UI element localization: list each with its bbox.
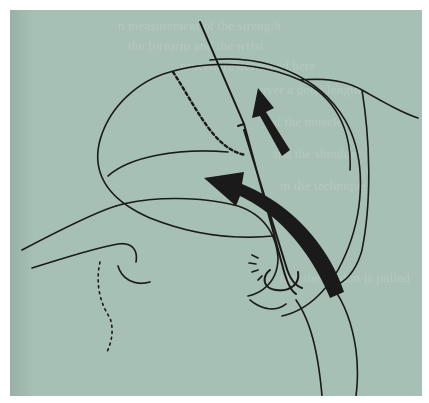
lower-right-contour bbox=[250, 300, 286, 309]
lower-right-edge-2 bbox=[296, 300, 322, 396]
book-page: n measurement of the strength the forear… bbox=[10, 10, 422, 396]
hatch-marks bbox=[249, 255, 262, 280]
probe-shaft bbox=[200, 22, 244, 124]
arm-lower-contour bbox=[98, 262, 112, 354]
arm-lower-contour-2 bbox=[118, 266, 150, 283]
upward-arrow bbox=[252, 88, 290, 156]
upper-right-contour bbox=[300, 79, 418, 118]
inner-arch bbox=[108, 151, 228, 176]
arm-line-left bbox=[22, 206, 116, 250]
capsule-dashed-line bbox=[173, 72, 245, 155]
arm-line-mid bbox=[32, 244, 136, 268]
anatomical-figure bbox=[10, 10, 422, 396]
right-edge bbox=[332, 90, 369, 286]
lower-right-edge bbox=[332, 286, 358, 396]
